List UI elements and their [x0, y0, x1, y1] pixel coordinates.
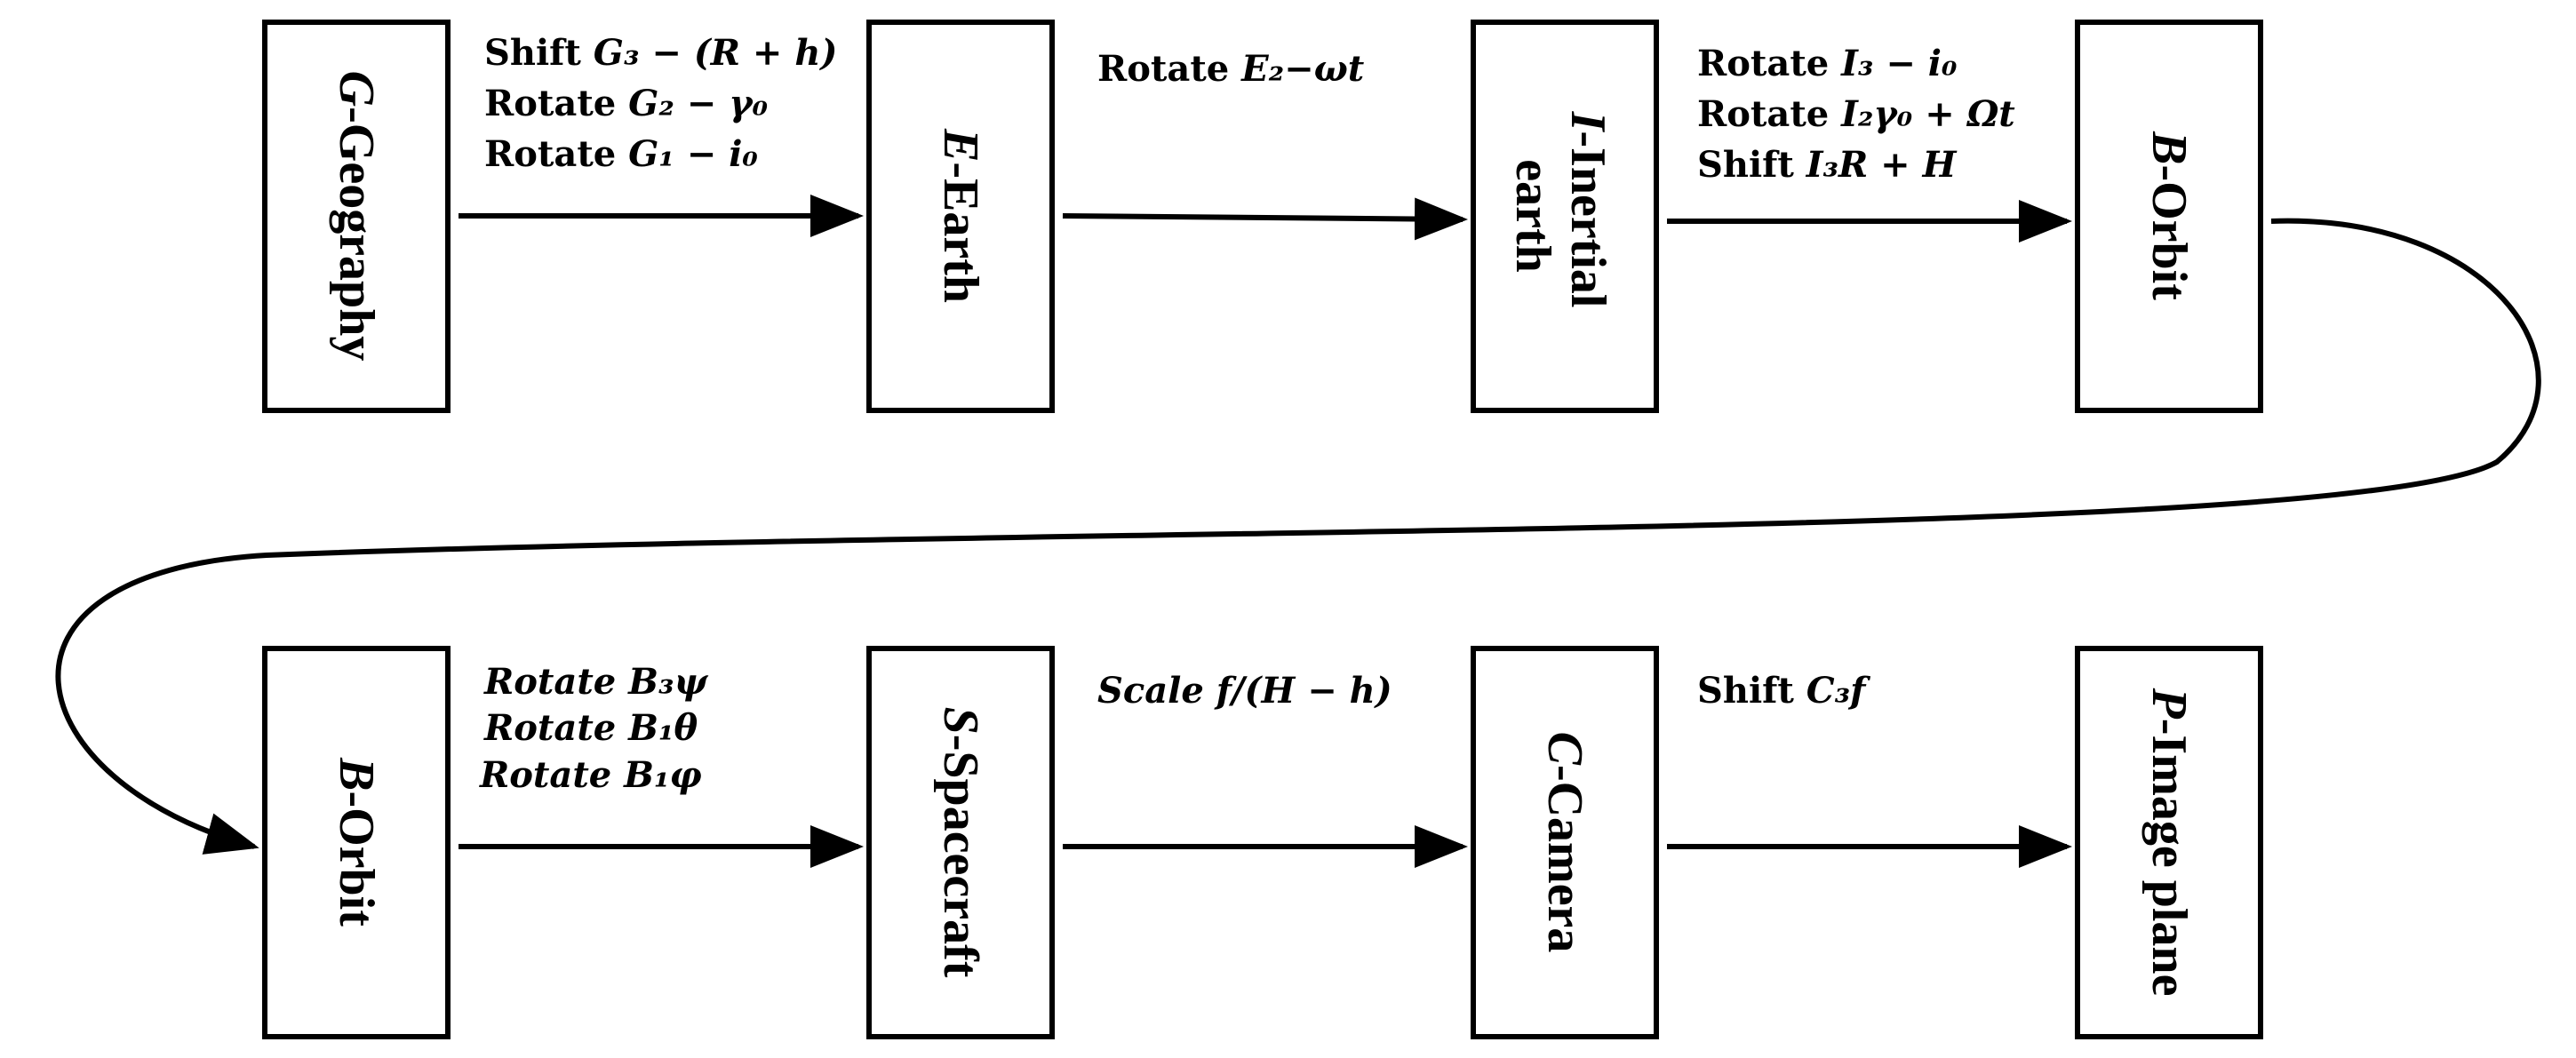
svg-text:I-Inertial earth: I-Inertial earth	[1505, 111, 1615, 321]
svg-text:Rotate G₁ − i₀: Rotate G₁ − i₀	[484, 133, 758, 175]
frame-name: -Image plane	[2141, 719, 2197, 997]
op-math: G₃ − (R + h)	[594, 32, 838, 74]
svg-text:B-Orbit: B-Orbit	[2141, 131, 2197, 300]
svg-text:Shift I₃R + H: Shift I₃R + H	[1697, 144, 1958, 186]
arrow-orbit-wrap	[55, 218, 2541, 855]
op-word: Rotate	[484, 133, 628, 175]
frame-symbol: B	[329, 757, 384, 791]
op-math: G₁ − i₀	[628, 133, 758, 175]
frame-name: -Geography	[329, 107, 384, 361]
svg-text:Shift C₃f: Shift C₃f	[1697, 670, 1870, 712]
frame-symbol: C	[1537, 732, 1592, 766]
op-line: Rotate B₁θ	[483, 707, 698, 749]
svg-text:S-Spacecraft: S-Spacecraft	[933, 707, 988, 978]
op-math: C₃f	[1806, 670, 1870, 712]
frame-symbol: S	[933, 707, 988, 735]
op-math: G₂ − γ₀	[628, 83, 768, 124]
frame-symbol: I	[1560, 111, 1615, 133]
op-word: Shift	[1697, 144, 1806, 186]
frame-name-line2: earth	[1505, 159, 1560, 273]
arrow-e-to-i	[1062, 197, 1468, 241]
frame-symbol: G	[329, 71, 384, 107]
op-word: Rotate	[1097, 48, 1241, 90]
frame-spacecraft: S-Spacecraft	[866, 646, 1055, 1039]
svg-text:Rotate E₂−ωt: Rotate E₂−ωt	[1097, 48, 1365, 90]
frame-name: -Camera	[1537, 765, 1592, 952]
op-word: Shift	[1697, 670, 1806, 712]
op-line: Scale f/(H − h)	[1097, 670, 1392, 712]
op-math: E₂−ωt	[1240, 48, 1365, 90]
frame-name: -Orbit	[329, 791, 384, 927]
svg-text:B-Orbit: B-Orbit	[329, 757, 384, 927]
transform-e-to-i: Rotate E₂−ωt	[1097, 48, 1365, 90]
transform-c-to-p: Shift C₃f	[1697, 670, 1870, 712]
svg-text:E-Earth: E-Earth	[933, 128, 988, 303]
frame-name: -Spacecraft	[933, 735, 988, 978]
frame-orbit-bottom: B-Orbit	[262, 646, 451, 1039]
svg-text:P-Image plane: P-Image plane	[2141, 688, 2197, 997]
op-line: Rotate B₁φ	[479, 754, 702, 796]
frame-image-plane: P-Image plane	[2075, 646, 2263, 1039]
svg-text:G-Geography: G-Geography	[329, 71, 384, 362]
op-line: Rotate B₃ψ	[483, 661, 708, 703]
op-math: I₃R + H	[1806, 144, 1958, 186]
frame-name: -Inertial	[1560, 131, 1615, 307]
frame-geography: G-Geography	[262, 20, 451, 413]
transform-i-to-b: Rotate I₃ − i₀ Rotate I₂γ₀ + Ωt Shift I₃…	[1697, 43, 2015, 186]
transform-g-to-e: Shift G₃ − (R + h) Rotate G₂ − γ₀ Rotate…	[484, 32, 837, 175]
svg-text:Shift G₃ − (R + h): Shift G₃ − (R + h)	[484, 32, 837, 74]
transform-b-to-s: Rotate B₃ψ Rotate B₁θ Rotate B₁φ	[479, 661, 708, 796]
frame-orbit-top: B-Orbit	[2075, 20, 2263, 413]
op-math: I₂γ₀ + Ωt	[1840, 93, 2015, 135]
frame-inertial-earth: I-Inertial earth	[1471, 20, 1659, 413]
op-word: Rotate	[1697, 93, 1841, 135]
frame-symbol: B	[2141, 131, 2197, 164]
op-math: I₃ − i₀	[1840, 43, 1958, 84]
frame-earth: E-Earth	[866, 20, 1055, 413]
op-word: Rotate	[484, 83, 628, 124]
frame-name: -Orbit	[2141, 164, 2197, 300]
svg-text:Rotate I₂γ₀ + Ωt: Rotate I₂γ₀ + Ωt	[1697, 93, 2015, 135]
frame-symbol: P	[2141, 688, 2197, 720]
op-word: Rotate	[1697, 43, 1841, 84]
svg-text:Rotate G₂ − γ₀: Rotate G₂ − γ₀	[484, 83, 769, 124]
frame-symbol: E	[933, 128, 988, 162]
op-word: Shift	[484, 32, 594, 74]
svg-text:Rotate I₃ − i₀: Rotate I₃ − i₀	[1697, 43, 1958, 84]
frame-camera: C-Camera	[1471, 646, 1659, 1039]
svg-text:C-Camera: C-Camera	[1537, 732, 1592, 953]
frame-name: -Earth	[933, 162, 988, 303]
transform-s-to-c: Scale f/(H − h)	[1097, 670, 1392, 712]
